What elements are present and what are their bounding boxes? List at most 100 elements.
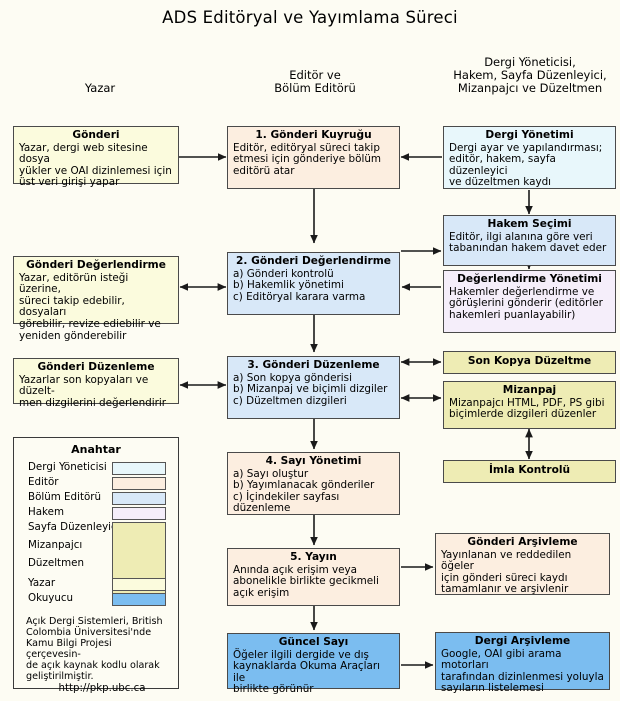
legend-note: Açık Dergi Sistemleri, British Colombia … [14, 616, 178, 682]
box-dergi-arsivleme[interactable]: Dergi Arşivleme Google, OAI gibi arama m… [435, 632, 610, 694]
box-dergi-arsivleme-line-3: sayıların listelemesi [441, 682, 544, 695]
legend-row-mizanpajci: Mizanpajcı [14, 539, 178, 557]
box-step3[interactable]: 3. Gönderi Düzenleme a) Son kopya gönder… [227, 356, 400, 419]
box-mizanpaj[interactable]: Mizanpaj Mizanpajcı HTML, PDF, PS gibi b… [443, 381, 616, 429]
box-step3-line-2: b) Mizanpaj ve biçimli dizgiler [233, 383, 388, 396]
box-hakem-secimi-line-1: Editör, ilgi alanına göre veri [449, 230, 593, 243]
box-step3-line-1: a) Son kopya gönderisi [233, 371, 352, 384]
box-step4-line-3: c) İçindekiler sayfası düzenleme [233, 490, 340, 515]
box-gonderi-degerlendirme-line-2: süreci takip edebilir, dosyaları [19, 294, 125, 319]
box-step4-title: 4. Sayı Yönetimi [265, 455, 362, 467]
box-gonderi-degerlendirme-line-4: yeniden gönderebilir [19, 329, 127, 342]
box-step3-title: 3. Gönderi Düzenleme [247, 359, 380, 371]
legend-url[interactable]: http://pkp.ubc.ca [58, 683, 146, 694]
box-guncel-sayi[interactable]: Güncel Sayı Öğeler ilgili dergide ve dış… [227, 633, 400, 695]
box-dergi-arsivleme-line-2: tarafından dizinlenmesi yoluyla [441, 670, 604, 683]
box-gonderi-arsivleme-line-2: için gönderi süreci kaydı [441, 571, 568, 584]
legend-note-line-1: Açık Dergi Sistemleri, British [26, 616, 163, 627]
legend-row-bolum-editoru: Bölüm Editörü [14, 491, 178, 506]
box-gonderi-degerlendirme-title: Gönderi Değerlendirme [26, 259, 166, 271]
legend-row-dergi-yoneticisi: Dergi Yöneticisi [14, 461, 178, 476]
legend-note-line-4: de açık kaynak kodlu olarak [26, 660, 160, 671]
box-step1-line-3: editörü atar [233, 164, 295, 177]
box-step4[interactable]: 4. Sayı Yönetimi a) Sayı oluştur b) Yayı… [227, 452, 400, 515]
box-degerlendirme-yonetimi-line-3: hakemleri puanlayabilir) [449, 308, 576, 321]
box-gonderi[interactable]: Gönderi Yazar, dergi web sitesine dosya … [13, 126, 179, 188]
box-gonderi-arsivleme-line-1: Yayınlanan ve reddedilen öğeler [441, 548, 572, 573]
legend-label-hakem: Hakem [28, 506, 65, 518]
box-step1-line-2: etmesi için gönderiye bölüm [233, 153, 382, 166]
legend-label-yazar: Yazar [28, 577, 56, 589]
legend-label-duzeltmen: Düzeltmen [28, 557, 84, 569]
box-mizanpaj-title: Mizanpaj [502, 384, 557, 396]
column-header-editor: Editör ve Bölüm Editörü [245, 69, 385, 95]
box-step5[interactable]: 5. Yayın Anında açık erişim veya aboneli… [227, 548, 400, 606]
legend-label-sayfa-duzenleyici: Sayfa Düzenleyici [28, 521, 120, 533]
box-step2-line-2: b) Hakemlik yönetimi [233, 279, 344, 292]
box-mizanpaj-line-2: biçimlerde dizgileri düzenler [449, 408, 597, 421]
box-gonderi-degerlendirme-line-3: görebilir, revize ediebilir ve [19, 317, 161, 330]
legend-row-sayfa-duzenleyici: Sayfa Düzenleyici [14, 521, 178, 599]
box-gonderi-line-1: Yazar, dergi web sitesine dosya [19, 141, 148, 166]
column-header-others: Dergi Yöneticisi, Hakem, Sayfa Düzenleyi… [442, 56, 618, 95]
box-step2-line-3: c) Editöryal karara varma [233, 290, 366, 303]
box-step4-line-1: a) Sayı oluştur [233, 467, 309, 480]
legend-row-okuyucu: Okuyucu [14, 592, 178, 607]
legend-label-mizanpajci: Mizanpajcı [28, 539, 83, 551]
legend-panel: Anahtar Dergi Yöneticisi Editör Bölüm Ed… [13, 437, 179, 694]
box-gonderi-line-2: yükler ve OAI dizinlemesi için [19, 164, 172, 177]
legend-note-line-3: Kamu Bilgi Projesi çerçevesin- [26, 638, 112, 660]
legend-row-duzeltmen: Düzeltmen [14, 557, 178, 577]
legend-swatch-okuyucu [112, 593, 166, 606]
box-dergi-yonetimi[interactable]: Dergi Yönetimi Dergi ayar ve yapılandırm… [443, 126, 616, 189]
column-header-editor-line-2: Bölüm Editörü [274, 81, 356, 95]
legend-swatch-hakem [112, 507, 166, 520]
box-degerlendirme-yonetimi-title: Değerlendirme Yönetimi [457, 273, 602, 285]
box-step2[interactable]: 2. Gönderi Değerlendirme a) Gönderi kont… [227, 252, 400, 315]
box-dergi-yonetimi-line-1: Dergi ayar ve yapılandırması; [449, 141, 603, 154]
box-step2-title: 2. Gönderi Değerlendirme [236, 255, 391, 267]
box-step5-line-3: açık erişim [233, 586, 290, 599]
column-header-editor-line-1: Editör ve [289, 68, 341, 82]
legend-label-bolum-editoru: Bölüm Editörü [28, 491, 102, 503]
box-dergi-yonetimi-title: Dergi Yönetimi [485, 129, 574, 141]
legend-swatch-bolum-editoru [112, 492, 166, 505]
column-header-others-line-1: Dergi Yöneticisi, [484, 55, 576, 69]
box-gonderi-arsivleme-line-3: tamamlanır ve arşivlenir [441, 583, 569, 596]
column-header-author: Yazar [35, 82, 165, 95]
legend-label-okuyucu: Okuyucu [28, 592, 74, 604]
box-step3-line-3: c) Düzeltmen dizgileri [233, 394, 347, 407]
legend-label-editor: Editör [28, 476, 59, 488]
legend-title: Anahtar [71, 443, 121, 456]
box-gonderi-arsivleme[interactable]: Gönderi Arşivleme Yayınlanan ve reddedil… [435, 533, 610, 595]
legend-swatch-dergi-yoneticisi [112, 462, 166, 475]
legend-note-line-2: Colombia Üniversitesi'nde [26, 627, 152, 638]
box-degerlendirme-yonetimi-line-2: görüşlerini gönderir (editörler [449, 297, 603, 310]
box-gonderi-degerlendirme[interactable]: Gönderi Değerlendirme Yazar, editörün is… [13, 256, 179, 341]
box-step1[interactable]: 1. Gönderi Kuyruğu Editör, editöryal sür… [227, 126, 400, 189]
box-hakem-secimi-title: Hakem Seçimi [487, 218, 572, 230]
box-step5-title: 5. Yayın [290, 551, 337, 563]
box-hakem-secimi-line-2: tabanından hakem davet eder [449, 242, 607, 255]
box-imla-kontrolu[interactable]: İmla Kontrolü [443, 460, 616, 483]
box-gonderi-line-3: üst veri girişi yapar [19, 176, 120, 189]
legend-row-editor: Editör [14, 476, 178, 491]
legend-swatch-editor [112, 477, 166, 490]
box-gonderi-degerlendirme-line-1: Yazar, editörün isteği üzerine, [19, 271, 129, 296]
box-step2-line-1: a) Gönderi kontrolü [233, 267, 334, 280]
box-step1-title: 1. Gönderi Kuyruğu [255, 129, 372, 141]
box-gonderi-duzenleme-line-1: Yazarlar son kopyaları ve düzelt- [19, 373, 149, 398]
legend-label-dergi-yoneticisi: Dergi Yöneticisi [28, 461, 107, 473]
box-guncel-sayi-line-1: Öğeler ilgili dergide ve dış [233, 648, 369, 661]
page-title: ADS Editöryal ve Yayımlama Süreci [162, 8, 458, 27]
box-hakem-secimi[interactable]: Hakem Seçimi Editör, ilgi alanına göre v… [443, 215, 616, 266]
box-gonderi-title: Gönderi [72, 129, 120, 141]
column-header-others-line-2: Hakem, Sayfa Düzenleyici, [453, 68, 607, 82]
box-son-kopya-duzeltme[interactable]: Son Kopya Düzeltme [443, 351, 616, 374]
box-imla-kontrolu-title: İmla Kontrolü [488, 464, 571, 476]
box-gonderi-duzenleme[interactable]: Gönderi Düzenleme Yazarlar son kopyaları… [13, 358, 179, 408]
box-mizanpaj-line-1: Mizanpajcı HTML, PDF, PS gibi [449, 396, 605, 409]
box-degerlendirme-yonetimi[interactable]: Değerlendirme Yönetimi Hakemler değerlen… [443, 270, 616, 333]
box-step5-line-1: Anında açık erişim veya [233, 563, 358, 576]
